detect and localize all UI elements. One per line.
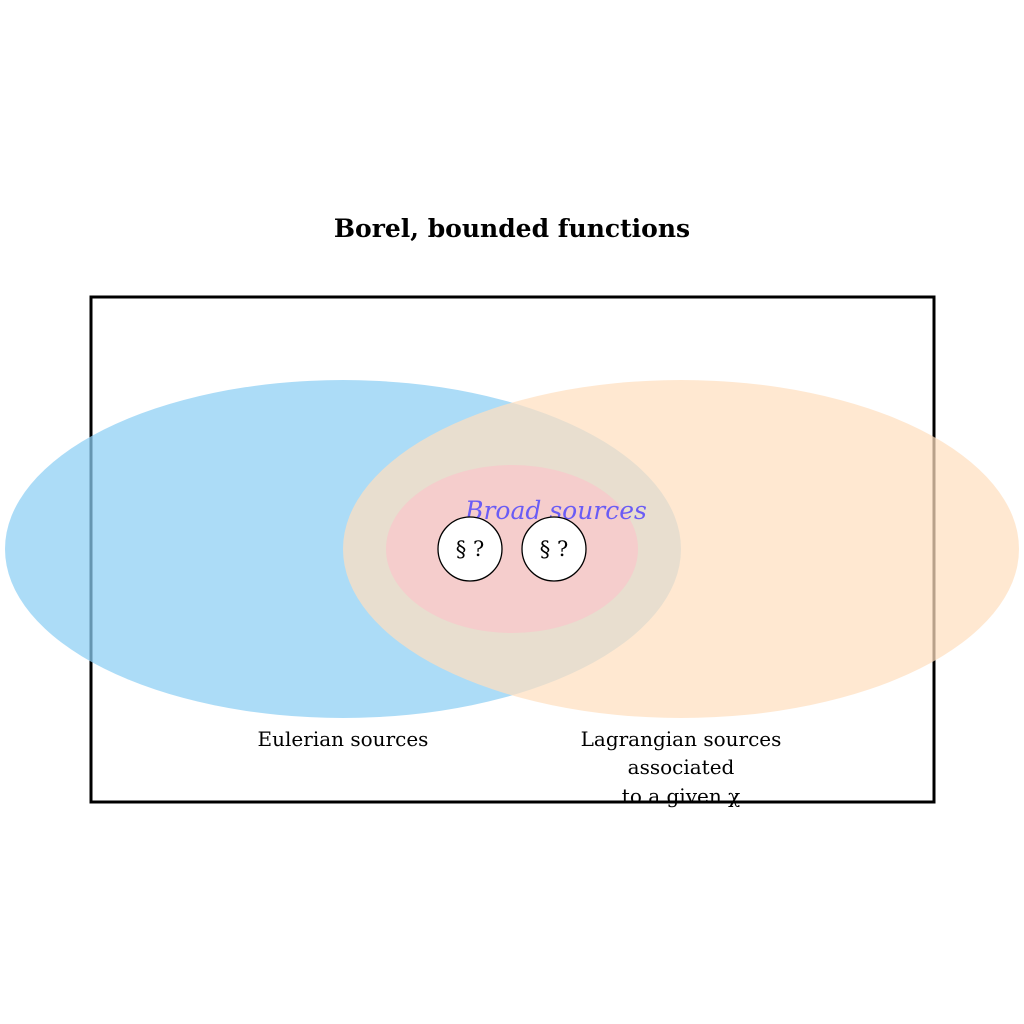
marker-left-text: § ? — [456, 537, 484, 561]
lagrangian-sources-label-line-1: Lagrangian sources — [581, 727, 782, 751]
lagrangian-sources-ellipse — [343, 380, 1019, 718]
marker-right-circle — [521, 516, 587, 582]
marker-left: § ? — [437, 516, 503, 582]
lagrangian-sources-label-line-2: associated — [628, 755, 735, 779]
lagrangian-sources-label-line-3: to a given χ — [622, 784, 740, 808]
diagram-title: Borel, bounded functions — [334, 214, 690, 243]
eulerian-sources-label: Eulerian sources — [258, 727, 429, 751]
marker-left-circle — [437, 516, 503, 582]
broad-sources-ellipse — [386, 465, 638, 633]
marker-right: § ? — [521, 516, 587, 582]
marker-right-text: § ? — [540, 537, 568, 561]
